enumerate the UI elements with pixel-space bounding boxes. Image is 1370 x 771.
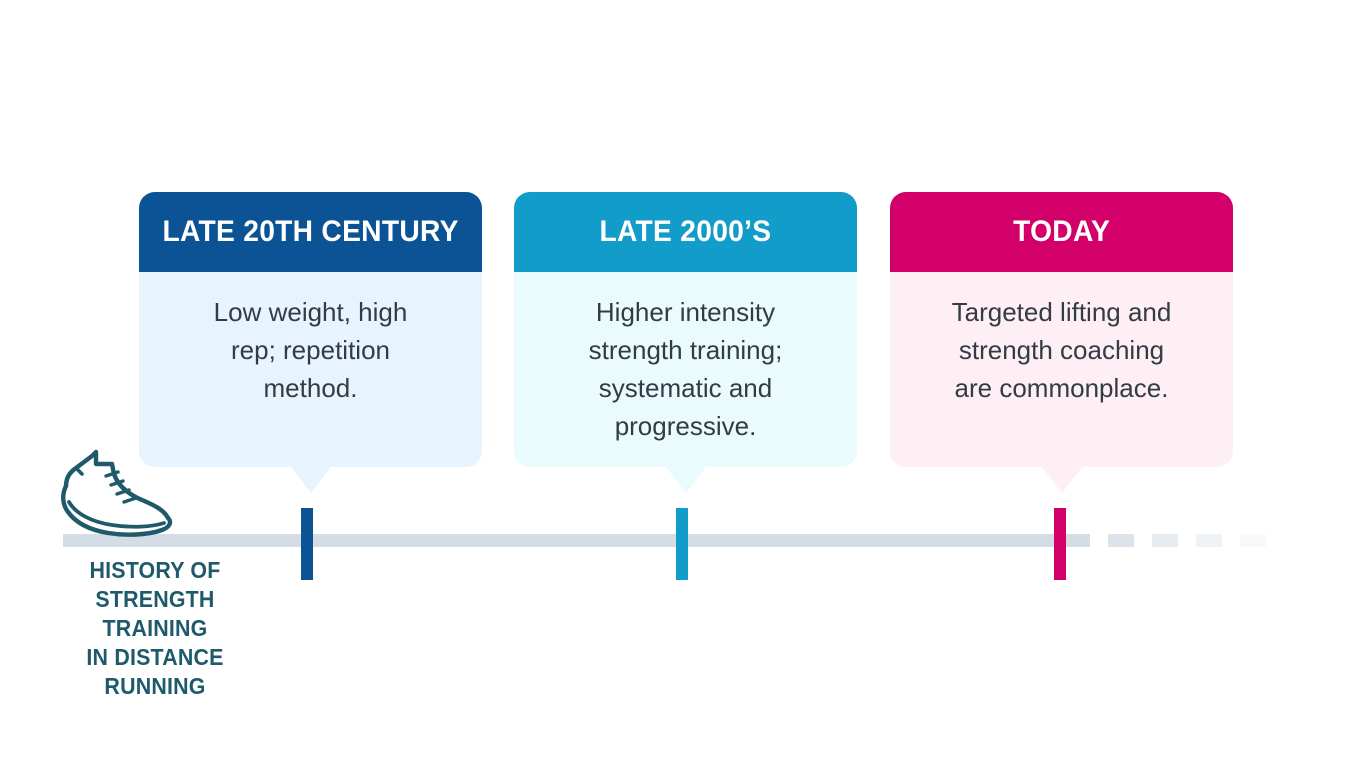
timeline-card-header: TODAY — [890, 192, 1233, 272]
timeline-card-label: TODAY — [1012, 215, 1111, 248]
timeline-axis — [63, 534, 1090, 547]
timeline-axis-dash — [1108, 534, 1134, 547]
timeline-title: HISTORY OF STRENGTH TRAINING IN DISTANCE… — [86, 557, 224, 699]
timeline-axis-dash — [1240, 534, 1266, 547]
timeline-card-late-20th-century: LATE 20TH CENTURY Low weight, high rep; … — [139, 192, 482, 493]
timeline-card-label: LATE 2000’S — [599, 215, 772, 248]
timeline-card-header: LATE 20TH CENTURY — [139, 192, 482, 272]
timeline-axis-dash — [1196, 534, 1222, 547]
timeline-card-body: Higher intensity strength training; syst… — [514, 272, 857, 467]
timeline-marker-late-2000s — [676, 508, 688, 580]
timeline-card-text: Higher intensity strength training; syst… — [588, 297, 783, 441]
timeline-card-pointer — [665, 467, 706, 493]
timeline-card-pointer — [290, 467, 331, 493]
timeline-axis-dash — [1152, 534, 1178, 547]
timeline-card-label: LATE 20TH CENTURY — [162, 215, 459, 248]
timeline-card-body: Low weight, high rep; repetition method. — [139, 272, 482, 467]
running-shoe-icon — [61, 449, 173, 537]
timeline-card-header: LATE 2000’S — [514, 192, 857, 272]
timeline-card-today: TODAY Targeted lifting and strength coac… — [890, 192, 1233, 493]
timeline-card-body: Targeted lifting and strength coaching a… — [890, 272, 1233, 467]
timeline-card-text: Targeted lifting and strength coaching a… — [951, 297, 1172, 403]
timeline-marker-today — [1054, 508, 1066, 580]
timeline-card-late-2000s: LATE 2000’S Higher intensity strength tr… — [514, 192, 857, 493]
timeline-card-text: Low weight, high rep; repetition method. — [213, 297, 408, 403]
timeline-card-pointer — [1041, 467, 1082, 493]
timeline-marker-late-20th-century — [301, 508, 313, 580]
